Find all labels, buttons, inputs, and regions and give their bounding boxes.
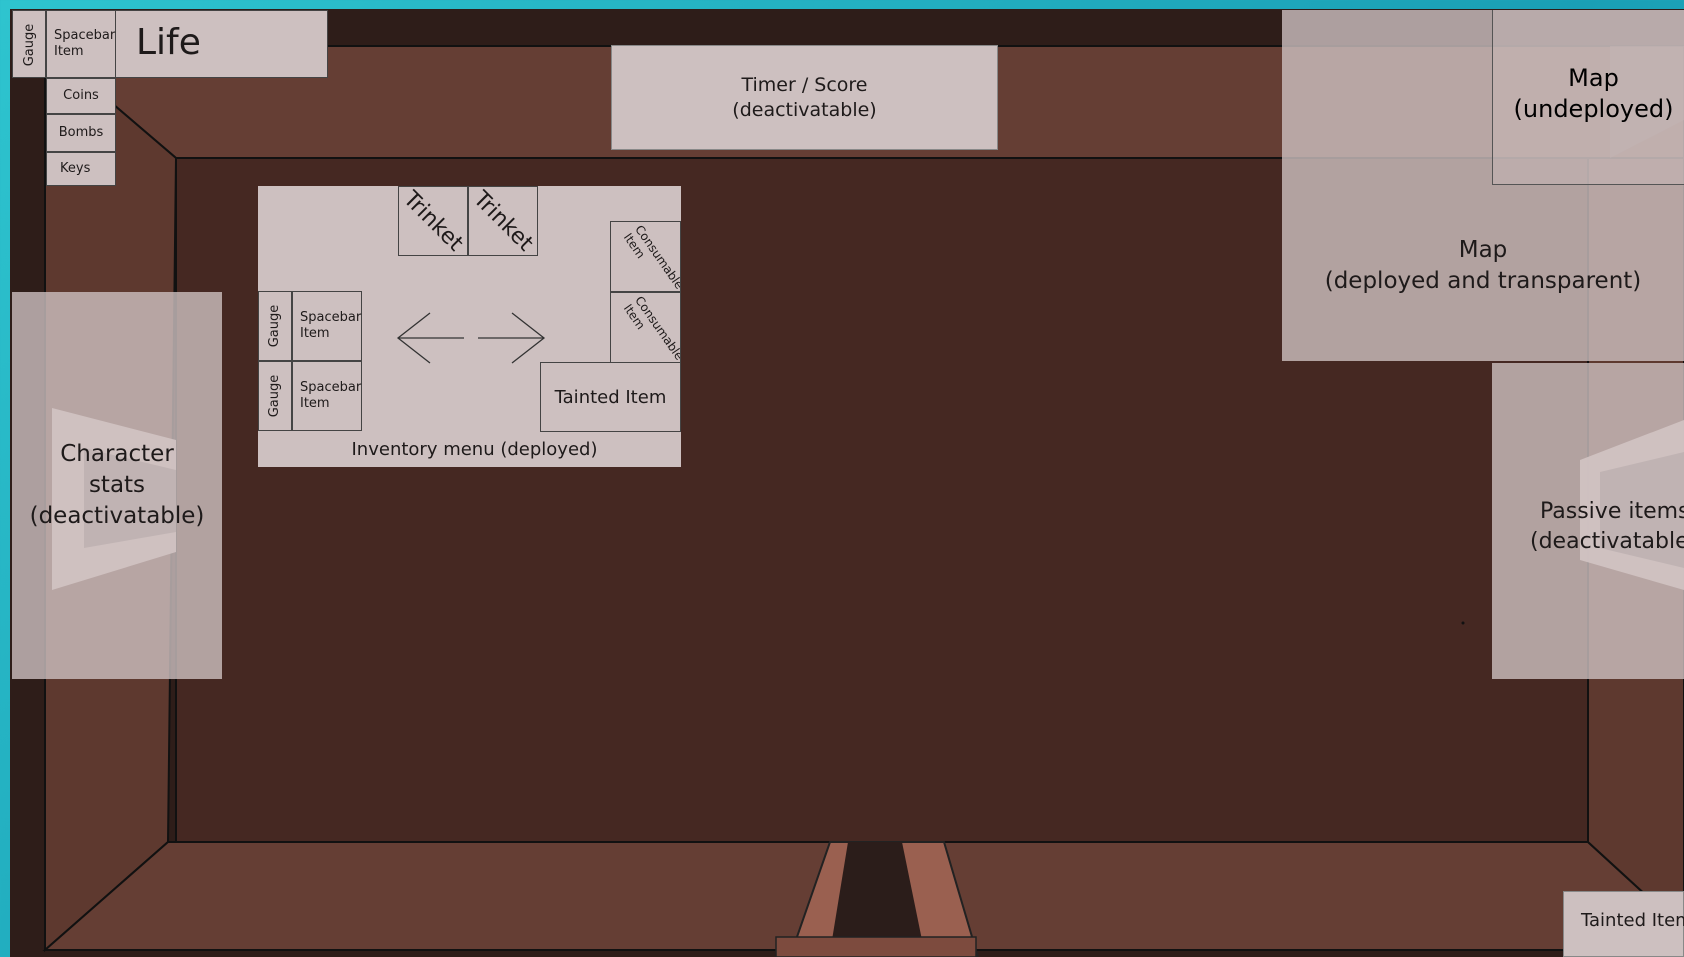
character-stats-line2: stats bbox=[89, 470, 145, 501]
character-stats-line1: Character bbox=[60, 439, 174, 470]
inventory-consumable-1-label: Consumable Item bbox=[616, 221, 681, 292]
hud-gauge-label: Gauge bbox=[22, 17, 38, 73]
inventory-consumable-2-label: Consumable Item bbox=[616, 292, 681, 363]
map-undeployed-line1: Map bbox=[1568, 63, 1619, 94]
inventory-spacebar-1[interactable]: Spacebar Item bbox=[292, 291, 362, 361]
door-step bbox=[776, 937, 976, 957]
tainted-item-corner-label: Tainted Item bbox=[1581, 910, 1684, 931]
inventory-trinket-2-label: Trinket bbox=[468, 186, 538, 256]
inventory-gauge-2-label: Gauge bbox=[267, 368, 283, 424]
passive-items-panel: Passive items (deactivatable) bbox=[1492, 363, 1684, 679]
inventory-menu: Trinket Trinket Consumable Item Consumab… bbox=[258, 186, 681, 467]
inventory-trinket-1[interactable]: Trinket bbox=[398, 186, 468, 256]
passive-items-line1: Passive items bbox=[1540, 497, 1684, 527]
character-stats-line3: (deactivatable) bbox=[30, 501, 205, 532]
hud-keys: Keys bbox=[46, 152, 116, 186]
inventory-consumable-1[interactable]: Consumable Item bbox=[610, 221, 681, 292]
map-undeployed-line2: (undeployed) bbox=[1514, 94, 1674, 125]
map-deployed-line2: (deployed and transparent) bbox=[1325, 266, 1642, 297]
inventory-spacebar-1-label: Spacebar Item bbox=[300, 310, 361, 342]
arrow-left-icon[interactable] bbox=[396, 308, 466, 368]
inventory-spacebar-2[interactable]: Spacebar Item bbox=[292, 361, 362, 431]
hud-bombs: Bombs bbox=[46, 114, 116, 152]
inventory-consumable-2[interactable]: Consumable Item bbox=[610, 292, 681, 363]
map-undeployed-panel: Map (undeployed) bbox=[1492, 10, 1684, 185]
character-stats-panel: Character stats (deactivatable) bbox=[12, 292, 222, 679]
timer-score-line2: (deactivatable) bbox=[732, 98, 876, 123]
timer-score-panel: Timer / Score (deactivatable) bbox=[611, 45, 998, 150]
arrow-right-icon[interactable] bbox=[476, 308, 546, 368]
inventory-trinket-1-label: Trinket bbox=[398, 186, 468, 256]
hud-keys-label: Keys bbox=[60, 161, 90, 177]
hud-spacebar-label: Spacebar Item bbox=[54, 28, 115, 60]
hud-gauge: Gauge bbox=[12, 10, 46, 78]
inventory-gauge-1-label: Gauge bbox=[267, 298, 283, 354]
inventory-menu-title: Inventory menu (deployed) bbox=[258, 432, 681, 467]
hud-coins: Coins bbox=[46, 78, 116, 114]
hud-life: Life bbox=[116, 10, 328, 78]
tainted-item-corner: Tainted Item bbox=[1563, 891, 1684, 957]
inventory-gauge-1: Gauge bbox=[258, 291, 292, 361]
passive-items-line2: (deactivatable) bbox=[1530, 527, 1684, 557]
inventory-spacebar-2-label: Spacebar Item bbox=[300, 380, 361, 412]
timer-score-line1: Timer / Score bbox=[741, 73, 867, 98]
inventory-tainted-item[interactable]: Tainted Item bbox=[540, 362, 681, 432]
hud-life-label: Life bbox=[136, 23, 201, 63]
hud-spacebar-item: Spacebar Item bbox=[46, 10, 116, 78]
inventory-gauge-2: Gauge bbox=[258, 361, 292, 431]
inventory-trinket-2[interactable]: Trinket bbox=[468, 186, 538, 256]
map-deployed-line1: Map bbox=[1459, 235, 1508, 266]
